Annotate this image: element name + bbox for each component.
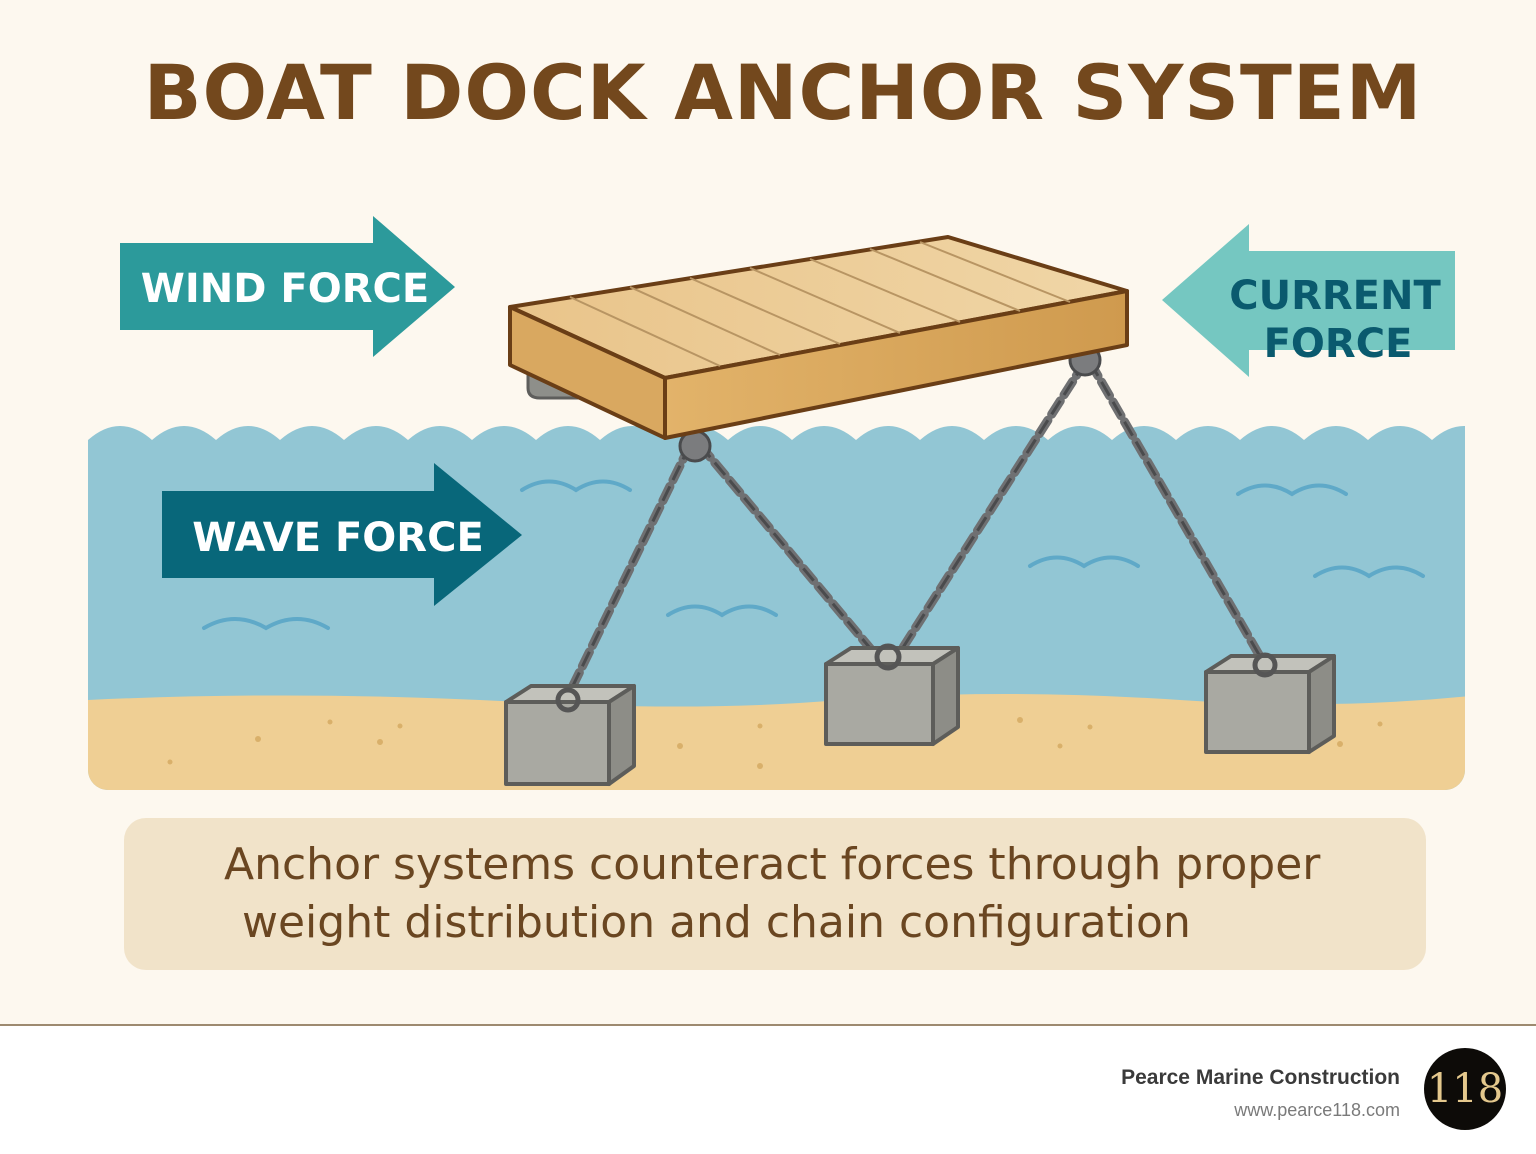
sand-floor xyxy=(88,694,1465,790)
logo-text: 118 xyxy=(1426,1066,1504,1112)
wind-force-arrow xyxy=(120,216,455,357)
company-name: Pearce Marine Construction xyxy=(1121,1066,1400,1089)
chain-shackle-left xyxy=(555,687,581,713)
company-logo: 118 xyxy=(1424,1048,1506,1130)
current-force-label-2: FORCE xyxy=(1264,321,1413,367)
current-force-arrow xyxy=(1162,224,1455,377)
chain-outlines xyxy=(563,361,1267,703)
company-url[interactable]: www.pearce118.com xyxy=(1234,1100,1400,1120)
wave-force-label: WAVE FORCE xyxy=(192,515,484,561)
wind-force-label: WIND FORCE xyxy=(141,266,429,312)
anchor-block-center xyxy=(824,646,960,746)
footer: Pearce Marine Construction www.pearce118… xyxy=(0,1026,1536,1154)
anchor-block-right xyxy=(1204,654,1336,754)
ripples xyxy=(202,479,1425,631)
chain-shackle-right xyxy=(1252,652,1278,678)
footer-divider xyxy=(0,1024,1536,1026)
page-title: BOAT DOCK ANCHOR SYSTEM xyxy=(143,48,1423,137)
chain-shackle-center xyxy=(874,643,902,671)
deck-planks xyxy=(569,241,1071,367)
caption-box: Anchor systems counteract forces through… xyxy=(124,818,1426,970)
dock-deck xyxy=(508,235,1129,440)
anchor-diagram: WIND FORCE CURRENT FORCE WAVE FORCE xyxy=(88,216,1465,790)
wave-force-arrow xyxy=(162,463,522,606)
caption-line-1: Anchor systems counteract forces through… xyxy=(224,839,1321,890)
anchor-block-left xyxy=(504,684,636,786)
current-force-label-1: CURRENT xyxy=(1229,273,1441,319)
caption-line-2: weight distribution and chain configurat… xyxy=(242,897,1191,948)
